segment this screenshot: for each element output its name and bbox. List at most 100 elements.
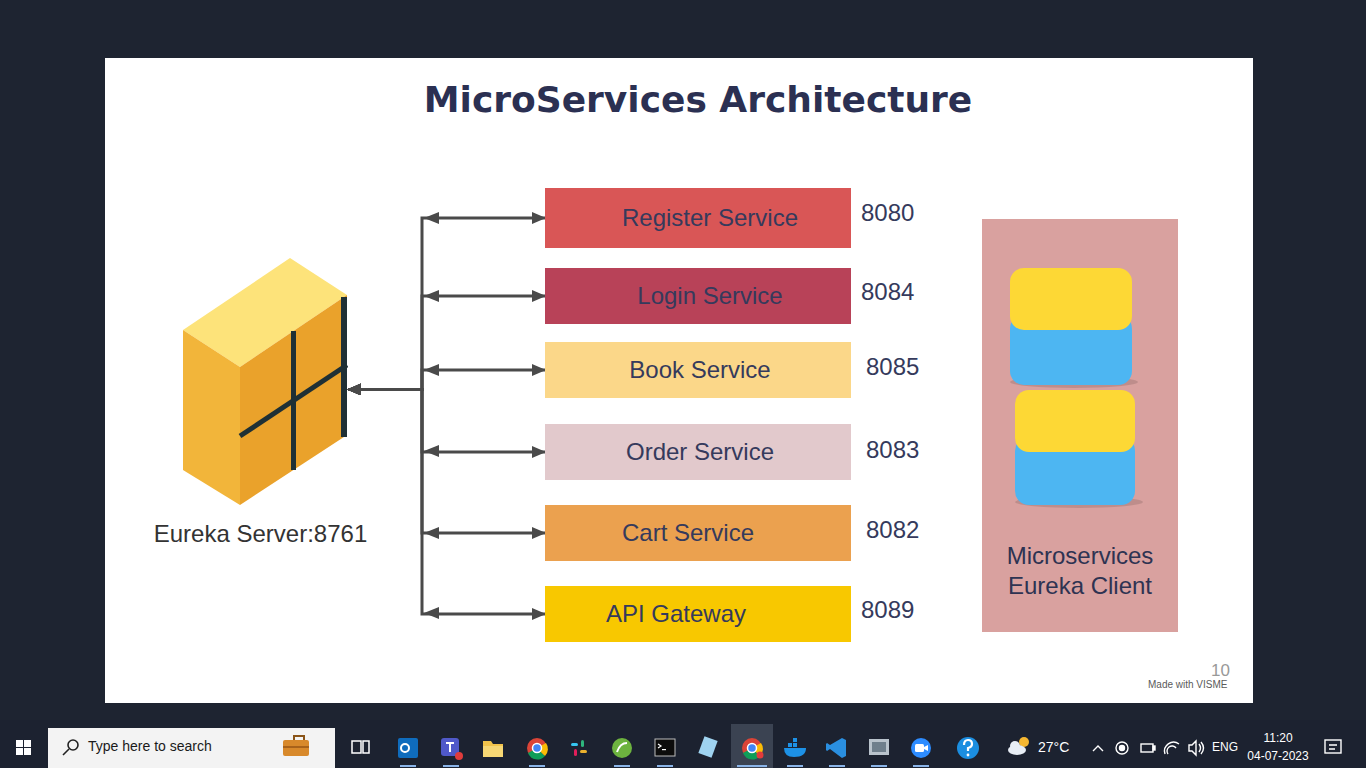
service-box: Book Service <box>545 342 851 398</box>
tray-icons <box>1141 744 1153 752</box>
cube-windows <box>240 297 347 470</box>
connector-arrow <box>348 389 545 614</box>
watermark: Made with VISME <box>1148 679 1227 691</box>
active-app-highlight <box>731 724 773 768</box>
briefcase-icon <box>283 746 309 748</box>
docker-icon <box>793 743 797 747</box>
cube-side <box>183 330 240 505</box>
notification-icon <box>1329 745 1337 749</box>
search-box <box>48 728 335 768</box>
slack-icon <box>571 743 578 746</box>
client-illustration <box>982 219 1178 519</box>
briefcase-icon <box>283 736 309 756</box>
gateway-box: API Gateway <box>545 586 851 642</box>
slack-icon <box>581 740 584 747</box>
zoom-icon <box>911 738 931 758</box>
windows-logo <box>24 748 31 755</box>
slack-icon <box>571 740 587 756</box>
notes-icon <box>698 736 717 758</box>
service-box: Register Service <box>545 188 851 248</box>
zoom-icon <box>915 744 924 752</box>
search-icon <box>68 740 78 750</box>
app-icon <box>869 739 889 755</box>
help-icon <box>957 737 979 759</box>
outlook-icon <box>398 738 418 758</box>
taskbar-bar <box>0 720 1366 768</box>
service-box: Order Service <box>545 424 851 480</box>
app-underline <box>871 765 887 767</box>
server-illustration <box>183 258 348 506</box>
docker-icon <box>793 738 797 742</box>
slack-icon <box>574 749 577 756</box>
server-label: Eureka Server:8761 <box>138 520 383 549</box>
teams-icon <box>455 752 463 760</box>
connector-arrow <box>348 370 545 389</box>
notification-icon <box>1325 740 1341 753</box>
weather-icon <box>1010 741 1020 751</box>
task-view-icon <box>352 741 369 753</box>
tray-icons <box>1153 746 1155 750</box>
tray-icons <box>1120 746 1125 751</box>
cube-windows <box>341 297 347 437</box>
client-cube-icon <box>1010 268 1138 388</box>
spring-icon <box>617 743 627 752</box>
service-name: Register Service <box>622 204 798 233</box>
docker-icon <box>784 738 806 757</box>
connector-arrow <box>348 218 545 389</box>
chrome-icon <box>757 752 764 759</box>
docker-icon <box>788 743 792 747</box>
tray-icons <box>1165 742 1179 754</box>
help-icon <box>957 737 979 759</box>
connector-arrow <box>348 389 545 533</box>
app-underline <box>400 765 416 767</box>
chrome-icon <box>742 738 764 760</box>
port-number: 8084 <box>861 278 914 307</box>
vscode-icon <box>826 738 846 758</box>
port-number: 8085 <box>866 353 919 382</box>
cube-front <box>240 295 347 505</box>
windows-logo <box>16 748 23 755</box>
app-underline <box>529 765 545 767</box>
tray-icons <box>1093 741 1204 755</box>
app-underline <box>787 765 803 767</box>
tray-icons <box>1116 742 1128 754</box>
panel-label: Microservices Eureka Client <box>990 541 1170 601</box>
service-name: Cart Service <box>622 519 754 548</box>
language-indicator: ENG <box>1212 740 1238 754</box>
service-name: Book Service <box>629 356 770 385</box>
client-panel: Microservices Eureka Client <box>982 219 1178 632</box>
help-icon <box>967 754 970 757</box>
zoom-icon <box>911 738 931 758</box>
slide-title: MicroServices Architecture <box>424 78 973 121</box>
app-underline <box>737 765 767 767</box>
terminal-icon <box>655 739 675 756</box>
folder-icon <box>483 741 503 757</box>
app-underline <box>400 765 929 767</box>
folder-icon <box>483 746 503 757</box>
docker-icon <box>784 748 806 757</box>
app-icon <box>869 739 889 755</box>
app-underline <box>614 765 630 767</box>
app-underline <box>657 765 673 767</box>
service-box: Cart Service <box>545 505 851 561</box>
notification-icon <box>1325 740 1341 753</box>
clock-time: 11:20 <box>1263 731 1292 745</box>
connector-arrow <box>348 389 545 452</box>
windows-logo <box>16 740 23 747</box>
slack-icon <box>580 750 587 753</box>
vscode-icon <box>826 738 846 758</box>
task-view-icon <box>352 741 361 753</box>
port-number: 8082 <box>866 516 919 545</box>
chrome-icon <box>748 744 757 753</box>
notes-icon <box>698 736 717 758</box>
terminal-icon <box>658 744 661 748</box>
folder-icon <box>483 741 503 757</box>
temperature: 27°C <box>1038 739 1069 756</box>
search-placeholder: Type here to search <box>88 738 212 755</box>
task-view-icon <box>363 741 369 753</box>
service-name: API Gateway <box>606 600 746 629</box>
connector-arrow <box>348 296 545 389</box>
client-cube-icon <box>1015 390 1135 452</box>
clock-date: 04-07-2023 <box>1247 749 1308 763</box>
